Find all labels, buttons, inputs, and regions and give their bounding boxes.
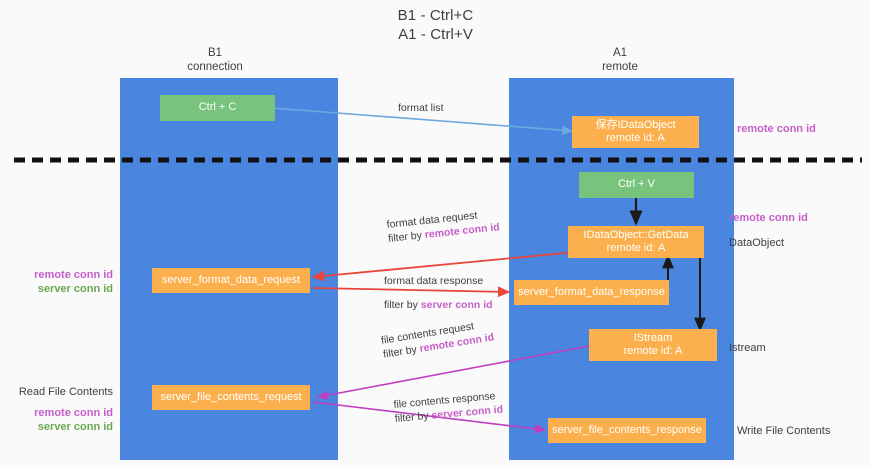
node-ctrl-c[interactable]: Ctrl + C (160, 95, 275, 121)
side-label-istream-text: Istream (729, 342, 766, 354)
edge-label-format-data-response-prefix: filter by (384, 299, 421, 311)
node-server-file-contents-response-label: server_file_contents_response (552, 423, 702, 436)
edge-label-file-contents-response: file contents response filter by server … (393, 389, 504, 426)
side-label-left-conn-ids: remote conn id server conn id (0, 268, 113, 296)
side-label-dataobject: DataObject (729, 236, 784, 250)
node-idataobject-getdata-subtitle: remote id: A (606, 242, 666, 254)
edge-label-format-data-response-line2: filter by server conn id (384, 298, 493, 312)
side-label-remote-conn-id-top: remote conn id (737, 122, 816, 136)
side-label-istream: Istream (729, 341, 766, 355)
edge-label-format-data-response-value: server conn id (420, 299, 493, 311)
title-line-1: B1 - Ctrl+C (397, 7, 474, 24)
side-label-read-file-contents: Read File Contents remote conn id server… (0, 385, 113, 434)
side-label-read-server-conn-id: server conn id (37, 421, 113, 433)
page-title: B1 - Ctrl+C A1 - Ctrl+V (0, 6, 871, 44)
column-header-b1: B1 connection (155, 46, 275, 74)
column-header-b1-name: B1 (207, 47, 223, 59)
title-line-2: A1 - Ctrl+V (398, 26, 473, 43)
side-label-write-file-contents: Write File Contents (737, 424, 830, 438)
edge-label-file-contents-response-prefix: filter by (394, 409, 432, 425)
side-label-remote-conn-id-top-text: remote conn id (737, 123, 816, 135)
edge-label-format-list-text: format list (398, 102, 444, 114)
edge-label-format-list: format list (398, 101, 444, 115)
node-istream-label: IStream (633, 331, 673, 344)
node-idataobject-getdata[interactable]: IDataObject::GetData remote id: A (568, 226, 704, 258)
side-label-write-file-contents-text: Write File Contents (737, 425, 831, 437)
edge-label-file-contents-request: file contents request filter by remote c… (380, 316, 495, 361)
side-label-read-file-contents-title: Read File Contents (18, 386, 113, 398)
side-label-left-server-conn-id: server conn id (37, 283, 113, 295)
node-server-format-data-request[interactable]: server_format_data_request (152, 268, 310, 293)
column-header-a1-role: remote (602, 61, 638, 73)
node-istream[interactable]: IStream remote id: A (589, 329, 717, 361)
column-header-a1-name: A1 (612, 47, 628, 59)
column-header-b1-role: connection (187, 61, 243, 73)
node-server-file-contents-request-label: server_file_contents_request (160, 390, 302, 403)
node-istream-subtitle: remote id: A (623, 345, 683, 357)
node-server-file-contents-request[interactable]: server_file_contents_request (152, 385, 310, 410)
node-ctrl-c-label: Ctrl + C (198, 101, 237, 114)
node-server-file-contents-response[interactable]: server_file_contents_response (548, 418, 706, 443)
node-save-idataobject[interactable]: 保存IDataObject remote id: A (572, 116, 699, 148)
node-server-format-data-request-label: server_format_data_request (161, 273, 301, 286)
side-label-dataobject-text: DataObject (729, 237, 785, 249)
node-server-format-data-response[interactable]: server_format_data_response (514, 280, 669, 305)
side-label-remote-conn-id-mid: remote conn id (729, 211, 808, 225)
side-label-read-remote-conn-id: remote conn id (34, 407, 113, 419)
edge-label-format-data-request: format data request filter by remote con… (386, 206, 500, 246)
edge-label-format-data-response: format data response filter by server co… (384, 274, 493, 312)
node-save-idataobject-subtitle: remote id: A (606, 132, 665, 144)
node-save-idataobject-label: 保存IDataObject (595, 118, 676, 131)
edge-label-format-data-request-prefix: filter by (387, 229, 426, 245)
node-server-format-data-response-label: server_format_data_response (518, 285, 665, 298)
node-idataobject-getdata-label: IDataObject::GetData (583, 228, 689, 241)
side-label-left-remote-conn-id: remote conn id (34, 269, 113, 281)
node-ctrl-v[interactable]: Ctrl + V (579, 172, 694, 198)
side-label-remote-conn-id-mid-text: remote conn id (729, 212, 808, 224)
edge-label-format-data-response-line1: format data response (384, 275, 484, 287)
column-header-a1: A1 remote (560, 46, 680, 74)
node-ctrl-v-label: Ctrl + V (618, 178, 655, 191)
